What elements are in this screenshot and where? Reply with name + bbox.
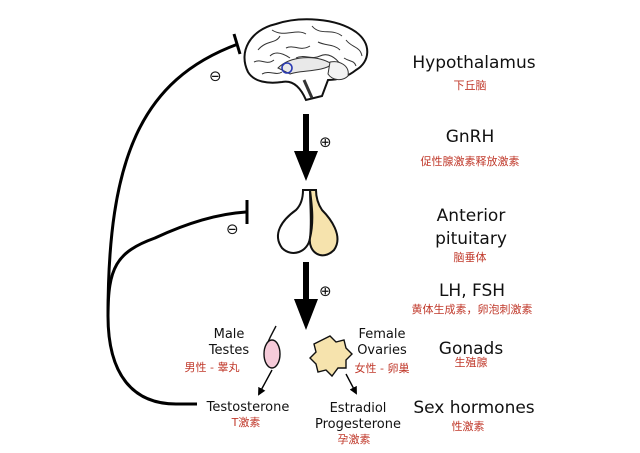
brain-icon	[243, 18, 369, 102]
ovaries-label: Ovaries	[357, 343, 407, 358]
male-label: Male	[213, 327, 245, 342]
female-ovaries-label-zh: 女性 - 卵巢	[354, 362, 410, 375]
sex-hormones-label: Sex hormones	[413, 398, 535, 418]
pituitary-gland-icon	[277, 189, 339, 257]
testosterone-label: Testosterone	[206, 400, 290, 415]
anterior-pituitary-label-zh: 脑垂体	[453, 251, 487, 264]
female-label: Female	[358, 327, 406, 342]
anterior-pituitary-label-line2: pituitary	[435, 229, 507, 249]
hypothalamus-marker	[281, 62, 293, 74]
gonads-label: Gonads	[438, 339, 504, 359]
progesterone-label: Progesterone	[315, 417, 401, 432]
lh-fsh-label: LH, FSH	[438, 281, 506, 301]
gnrh-label: GnRH	[445, 127, 495, 147]
ovary-icon	[309, 335, 353, 378]
hypothalamus-label-zh: 下丘脑	[453, 79, 487, 92]
stimulate-sign-gnrh: ⊕	[319, 133, 332, 151]
lh-fsh-label-zh: 黄体生成素，卵泡刺激素	[411, 303, 533, 316]
inhibit-sign-pituitary: ⊖	[226, 220, 239, 238]
stimulate-sign-lh-fsh: ⊕	[319, 282, 332, 300]
gnrh-arrow	[294, 114, 318, 181]
estradiol-arrow	[345, 373, 357, 395]
anterior-pituitary-label-line1: Anterior	[436, 206, 506, 226]
testosterone-arrow	[258, 369, 273, 396]
negative-feedback-lines	[106, 33, 249, 406]
testes-label: Testes	[208, 343, 250, 358]
testis-icon	[263, 325, 281, 369]
progesterone-label-zh: 孕激素	[337, 433, 371, 446]
gnrh-label-zh: 促性腺激素释放激素	[420, 155, 520, 168]
estradiol-label: Estradiol	[329, 401, 387, 416]
gonads-label-zh: 生殖腺	[454, 356, 488, 369]
sex-hormones-label-zh: 性激素	[451, 420, 485, 433]
lh-fsh-arrow	[294, 262, 318, 330]
hypothalamus-label: Hypothalamus	[412, 53, 536, 73]
male-testes-label-zh: 男性 - 睾丸	[184, 361, 240, 374]
inhibit-sign-hypothalamus: ⊖	[209, 67, 222, 85]
testosterone-label-zh: T激素	[231, 416, 261, 429]
